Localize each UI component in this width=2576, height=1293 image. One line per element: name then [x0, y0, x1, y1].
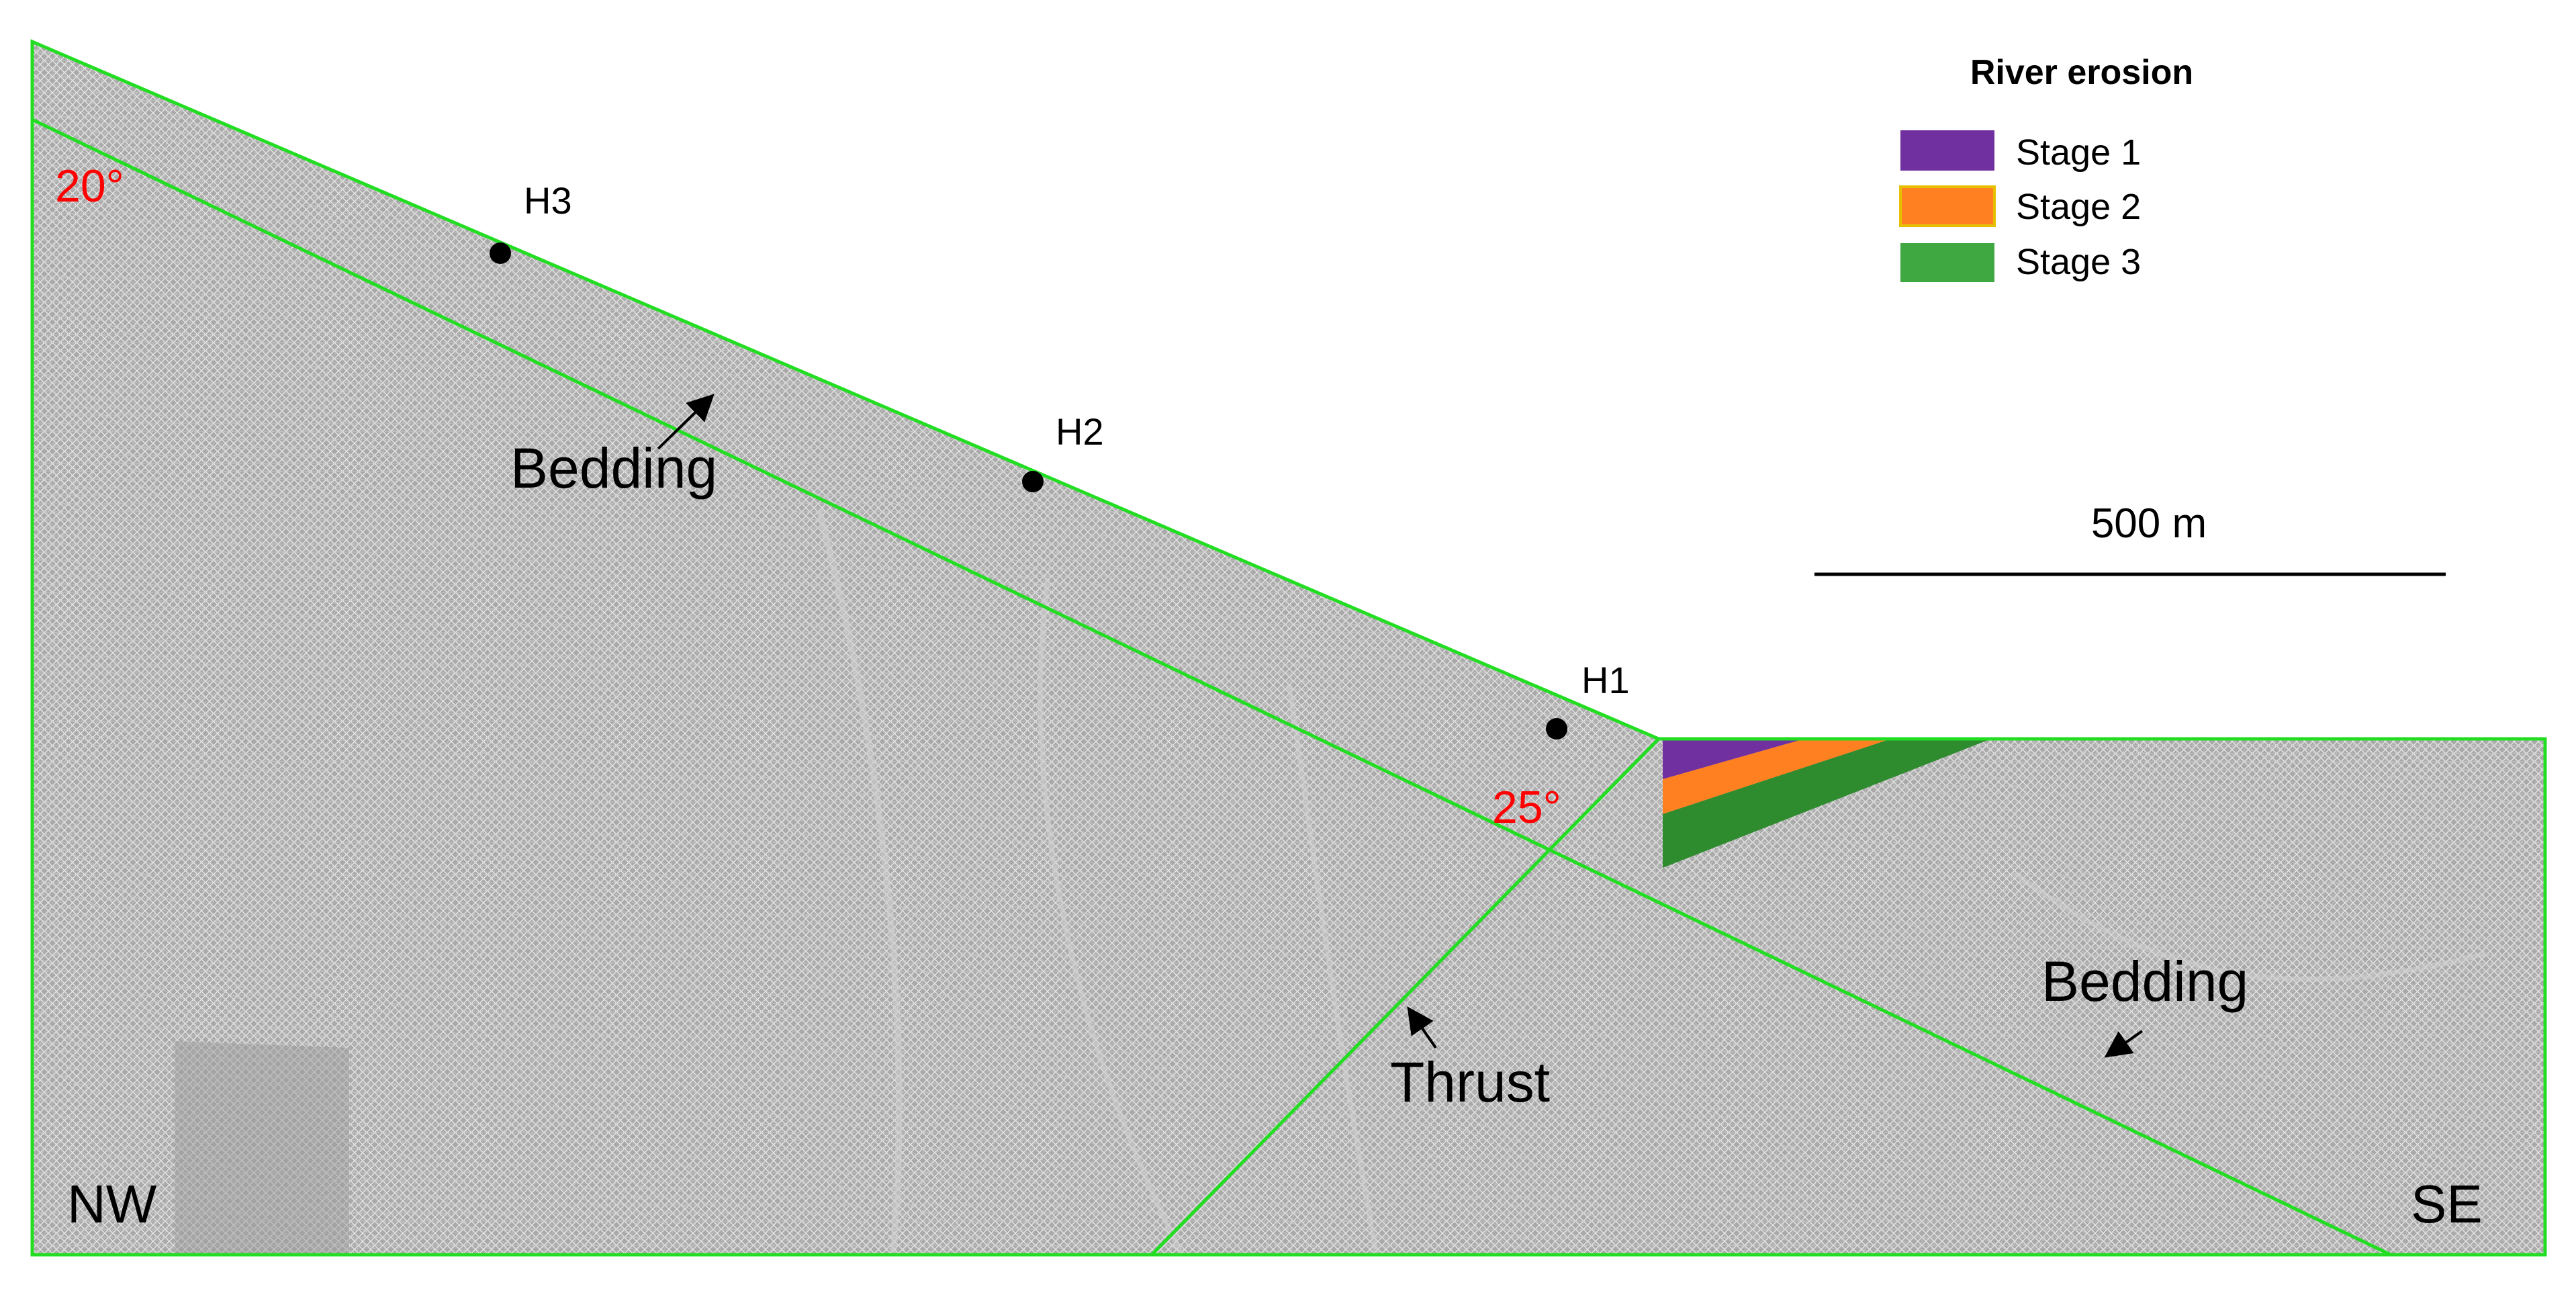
legend-item-stage3: Stage 3 [1900, 242, 2141, 282]
river-erosion-wedge [1663, 740, 1988, 868]
angle-top-label: 20° [55, 161, 124, 212]
legend-title: River erosion [1970, 53, 2193, 92]
legend-item-stage1: Stage 1 [1900, 130, 2141, 173]
legend: River erosion Stage 1 Stage 2 Stage 3 [1899, 53, 2193, 282]
bedding-label-upper: Bedding [510, 437, 717, 500]
boundary-lines [30, 39, 2547, 1257]
legend-swatch-stage2 [1899, 185, 1996, 227]
h1-label: H1 [1581, 659, 1630, 701]
legend-label-stage1: Stage 1 [2016, 132, 2141, 173]
legend-swatch-stage1 [1900, 130, 1994, 171]
monitoring-point-h3: H3 [490, 179, 572, 264]
angle-toe-label: 25° [1492, 782, 1561, 833]
erosion-stage3 [1663, 740, 1988, 868]
mesh-domain [32, 42, 2545, 1256]
legend-item-stage2: Stage 2 [1899, 185, 2141, 227]
monitoring-point-h1: H1 [1546, 659, 1630, 740]
scale-bar-label: 500 m [2091, 500, 2207, 547]
h2-label: H2 [1056, 410, 1104, 453]
bedding-plane [31, 118, 2392, 1257]
thrust-fault [1150, 738, 1660, 1256]
orientation-se-label: SE [2411, 1174, 2483, 1234]
h3-label: H3 [524, 179, 572, 222]
monitoring-point-h2: H2 [1022, 410, 1104, 492]
legend-label-stage2: Stage 2 [2016, 187, 2141, 227]
bedding-annotation-lower: Bedding [2041, 950, 2248, 1058]
bedding-label-lower: Bedding [2041, 950, 2248, 1013]
legend-swatch-stage3 [1900, 243, 1994, 282]
bedding-annotation-upper: Bedding [510, 394, 717, 500]
orientation-nw-label: NW [67, 1174, 157, 1234]
model-boundary [30, 39, 2547, 1257]
thrust-label: Thrust [1390, 1051, 1550, 1114]
thrust-annotation: Thrust [1390, 1006, 1550, 1114]
scale-bar: 500 m [1814, 500, 2446, 576]
legend-label-stage3: Stage 3 [2016, 242, 2141, 282]
